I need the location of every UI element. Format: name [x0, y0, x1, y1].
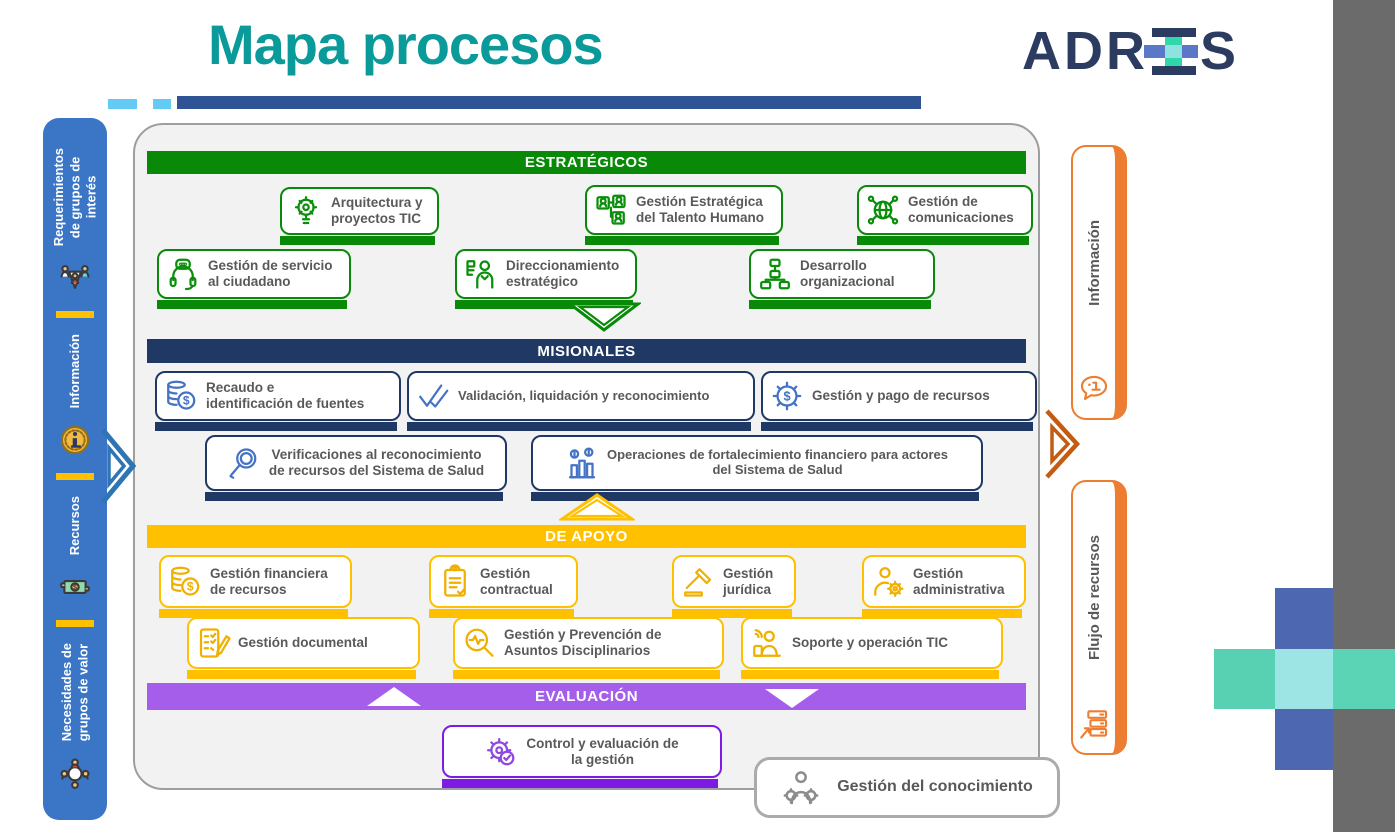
operaciones-icon: [564, 445, 600, 481]
deco-square-small: [153, 99, 171, 109]
svg-text:$: $: [187, 579, 194, 593]
process-box-operaciones-fortalecimiento[interactable]: Operaciones de fortalecimiento financier…: [530, 435, 983, 501]
page-title: Mapa procesos: [208, 13, 604, 76]
deco-plus-center: [1275, 649, 1333, 709]
output-box-informacion: Información: [1071, 145, 1127, 420]
deco-plus-teal-right: [1333, 649, 1395, 709]
adres-plus-icon: [1144, 27, 1198, 75]
documental-icon: [195, 625, 231, 661]
flujo-icon: [1077, 707, 1111, 741]
process-box-contractual[interactable]: Gestión contractual: [428, 555, 578, 618]
recursos-icon: $: [58, 570, 92, 604]
process-board: ESTRATÉGICOS Arquitectura y proyectos TI…: [133, 123, 1040, 790]
process-box-disciplinarios[interactable]: Gestión y Prevención de Asuntos Discipli…: [452, 617, 724, 679]
financiera-icon: $: [167, 564, 203, 600]
conocimiento-icon: [781, 768, 821, 808]
pago-icon: $: [769, 378, 805, 414]
process-box-administrativa[interactable]: Gestión administrativa: [861, 555, 1026, 618]
process-box-recaudo[interactable]: $ Recaudo e identificación de fuentes: [154, 371, 401, 431]
process-box-gestion-conocimiento[interactable]: Gestión del conocimiento: [754, 757, 1060, 818]
sidebar-divider: [56, 473, 94, 481]
process-box-financiera[interactable]: $ Gestión financiera de recursos: [158, 555, 352, 618]
yellow-up-arrow-icon: [559, 493, 635, 521]
flow-arrow-right-icon: [1045, 409, 1081, 479]
administrativa-icon: [870, 564, 906, 600]
section-header-evaluacion: EVALUACIÓN: [147, 683, 1026, 710]
process-box-gestion-pago[interactable]: $ Gestión y pago de recursos: [760, 371, 1037, 431]
output-box-flujo-recursos: Flujo de recursos: [1071, 480, 1127, 755]
direccionamiento-icon: [463, 256, 499, 292]
flow-arrow-left-icon: [101, 428, 137, 504]
sidebar-divider: [56, 310, 94, 318]
sidebar-item-recursos: Recursos: [66, 495, 82, 555]
servicio-ciudadano-icon: [165, 256, 201, 292]
process-box-comunicaciones[interactable]: Gestión de comunicaciones: [856, 185, 1033, 245]
process-box-servicio-ciudadano[interactable]: Gestión de servicio al ciudadano: [156, 249, 351, 309]
svg-text:$: $: [783, 389, 790, 404]
adres-logo-text: S: [1200, 21, 1240, 81]
adres-logo-text: ADR: [1022, 21, 1148, 81]
deco-plus-teal-left: [1214, 649, 1275, 709]
comunicaciones-icon: [865, 192, 901, 228]
process-box-control-evaluacion[interactable]: Control y evaluación de la gestión: [441, 725, 722, 788]
soporte-icon: [749, 625, 785, 661]
section-header-apoyo: DE APOYO: [147, 525, 1026, 548]
sidebar-item-informacion: Información: [66, 333, 82, 408]
left-sidebar: Requerimientos de grupos de interés Info…: [43, 118, 107, 820]
control-icon: [483, 734, 519, 770]
process-box-arquitectura-proyectos-tic[interactable]: Arquitectura y proyectos TIC: [279, 187, 439, 245]
sidebar-item-requerimientos: Requerimientos de grupos de interés: [50, 147, 99, 246]
section-header-misionales: MISIONALES: [147, 339, 1026, 363]
juridica-icon: [680, 564, 716, 600]
white-down-triangle-icon: [765, 689, 819, 708]
talento-humano-icon: [593, 192, 629, 228]
process-box-talento-humano[interactable]: Gestión Estratégica del Talento Humano: [584, 185, 783, 245]
output-label-flujo-recursos: Flujo de recursos: [1085, 534, 1103, 661]
output-label-informacion: Información: [1085, 219, 1103, 306]
process-box-validacion[interactable]: Validación, liquidación y reconocimiento: [406, 371, 755, 431]
validacion-icon: [415, 378, 451, 414]
process-box-direccionamiento[interactable]: Direccionamiento estratégico: [454, 249, 637, 309]
process-box-desarrollo-organizacional[interactable]: Desarrollo organizacional: [748, 249, 935, 309]
disciplinarios-icon: [461, 625, 497, 661]
desarrollo-icon: [757, 256, 793, 292]
info-bubble-icon: [1077, 372, 1111, 406]
informacion-coin-icon: [58, 423, 92, 457]
section-header-estrategicos: ESTRATÉGICOS: [147, 151, 1026, 174]
deco-plus-blue-top: [1275, 588, 1333, 649]
deco-square-small: [108, 99, 137, 109]
svg-text:$: $: [73, 584, 77, 592]
process-box-verificaciones[interactable]: Verificaciones al reconocimiento de recu…: [204, 435, 507, 501]
contractual-icon: [437, 563, 473, 600]
deco-plus-blue-bottom: [1275, 709, 1333, 770]
sidebar-divider: [56, 619, 94, 627]
process-box-juridica[interactable]: Gestión jurídica: [671, 555, 796, 618]
adres-logo: ADR S: [1022, 20, 1239, 82]
title-underline: [177, 96, 921, 109]
white-up-triangle-icon: [367, 687, 421, 706]
necesidades-icon: [58, 756, 92, 790]
svg-text:$: $: [183, 394, 190, 408]
grupos-interes-icon: [58, 261, 92, 295]
process-box-documental[interactable]: Gestión documental: [186, 617, 420, 679]
process-box-soporte-tic[interactable]: Soporte y operación TIC: [740, 617, 1003, 679]
recaudo-icon: $: [163, 378, 199, 414]
architecture-tic-icon: [288, 193, 324, 229]
verificaciones-icon: [226, 445, 262, 481]
sidebar-item-necesidades: Necesidades de grupos de valor: [58, 642, 90, 741]
green-down-arrow-icon: [567, 302, 641, 332]
